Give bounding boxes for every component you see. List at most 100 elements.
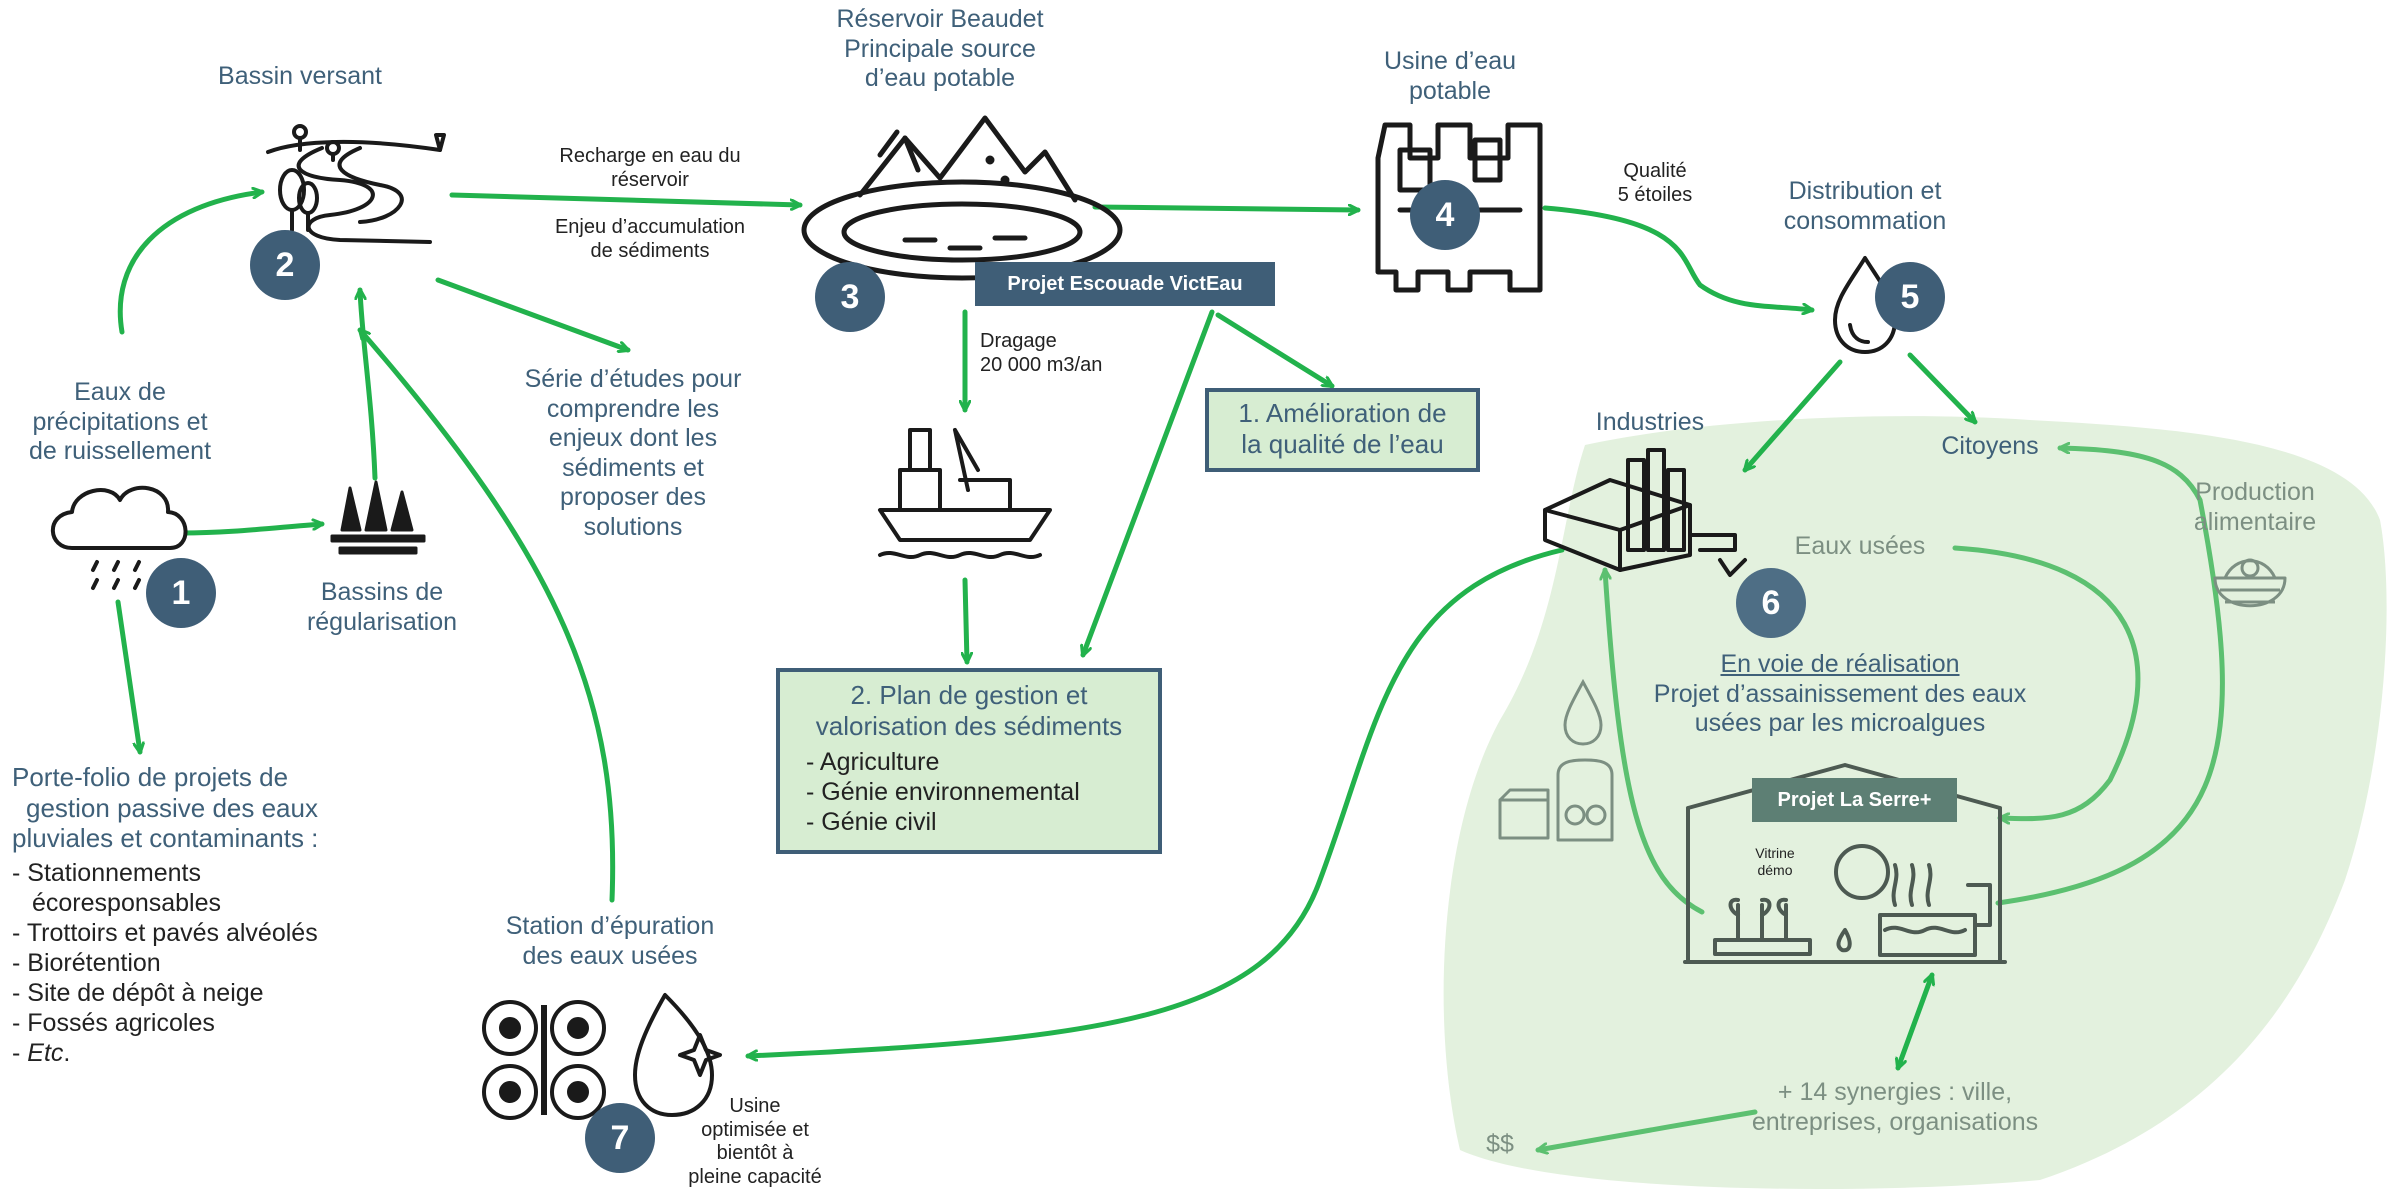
box-plan-gestion-sediments: 2. Plan de gestion et valorisation des s…: [776, 668, 1162, 854]
usine-opt-line-4: pleine capacité: [688, 1165, 822, 1188]
arrow-synergies-to-dollars: [1535, 1109, 1758, 1150]
arrow-usine-to-distribution: [1542, 205, 1815, 310]
step-badge-6: 6: [1736, 568, 1806, 638]
box1-line-1: 1. Amélioration de: [1238, 398, 1447, 428]
usine-opt-line-2: optimisée et: [701, 1118, 809, 1141]
treatment-wheels-icon: [482, 1000, 606, 1120]
arrow-escouade-to-box2: [1083, 309, 1215, 658]
center-serre-description: En voie de réalisation Projet d’assainis…: [1620, 650, 2060, 739]
arrow-station-to-bassin: [357, 327, 616, 903]
node-eaux-precipitations: Eaux de précipitations et de ruisselleme…: [0, 378, 240, 467]
portfolio-items: - Stationnements écoresponsables - Trott…: [12, 858, 432, 1068]
serie-line-6: solutions: [583, 512, 683, 541]
regul-line-1: Bassins de: [320, 578, 444, 606]
precip-line-1: Eaux de: [74, 378, 166, 406]
reservoir-line-2: Principale source: [844, 34, 1036, 63]
landscape-river-icon: [266, 124, 446, 244]
etc-text: Etc: [27, 1039, 64, 1068]
greenhouse-icon: [1683, 763, 2007, 964]
portfolio-list: Porte-folio de projets de gestion passiv…: [12, 762, 432, 1068]
arrow-serre-to-citoyens: [1995, 448, 2225, 906]
box2-title-line-2: valorisation des sédiments: [815, 710, 1123, 741]
list-item: - Site de dépôt à neige: [12, 979, 264, 1008]
box-amelioration-qualite: 1. Amélioration de la qualité de l’eau: [1205, 388, 1480, 472]
enjeu-line-1: Enjeu d’accumulation: [554, 216, 746, 238]
step-badge-2: 2: [250, 230, 320, 300]
arrow-industries-to-station: [745, 547, 1565, 1056]
reservoir-line-1: Réservoir Beaudet: [836, 5, 1044, 33]
annotation-enjeu: Enjeu d’accumulation de sédiments: [500, 216, 800, 263]
annotation-dragage: Dragage 20 000 m3/an: [980, 330, 1170, 377]
annotation-usine-optimisee: Usine optimisée et bientôt à pleine capa…: [650, 1095, 860, 1189]
industry-factory-icon: [1543, 448, 1747, 577]
node-citoyens: Citoyens: [1941, 432, 2039, 460]
distribution-line-1: Distribution et: [1788, 177, 1942, 205]
node-bassin-versant: Bassin versant: [218, 62, 382, 90]
box2-list: - Agriculture - Génie environnemental - …: [790, 747, 1148, 837]
arrow-bassin-to-serie: [435, 277, 631, 350]
center-desc-line-1: Projet d’assainissement des eaux: [1653, 679, 2027, 708]
food-basket-icon: [2213, 558, 2287, 608]
vitrine-line-2: démo: [1757, 861, 1793, 878]
dragage-line-1: Dragage: [980, 330, 1057, 352]
project-escouade-victeau: Projet Escouade VictEau: [975, 262, 1275, 306]
wetland-reeds-icon: [330, 480, 426, 555]
project-la-serre: Projet La Serre+: [1752, 778, 1957, 822]
qualite-line-1: Qualité: [1623, 160, 1687, 182]
arrow-boat-to-box2: [965, 577, 967, 665]
step-badge-1: 1: [146, 558, 216, 628]
serie-line-4: sédiments et: [562, 453, 704, 482]
arrow-distribution-to-citoyens: [1907, 352, 1978, 425]
rain-cloud-icon: [50, 485, 188, 590]
serie-line-1: Série d’études pour: [524, 365, 742, 393]
qualite-line-2: 5 étoiles: [1617, 183, 1693, 206]
sparkle-drop-icon: [633, 993, 722, 1117]
etc-suffix: .: [63, 1039, 71, 1068]
portfolio-head-line-1: Porte-folio de projets de: [12, 762, 289, 792]
dragage-line-2: 20 000 m3/an: [980, 353, 1103, 376]
production-line-2: alimentaire: [2193, 507, 2317, 536]
list-item: - Agriculture: [806, 748, 940, 777]
detergent-icon: [1498, 758, 1614, 842]
mountain-lake-icon: [801, 115, 1123, 281]
etc-prefix: -: [12, 1039, 28, 1068]
enjeu-line-2: de sédiments: [590, 239, 710, 262]
node-station-epuration: Station d’épuration des eaux usées: [460, 912, 760, 971]
box1-line-2: la qualité de l’eau: [1241, 428, 1444, 459]
usine-line-1: Usine d’eau: [1383, 47, 1517, 75]
arrow-serre-synergies: [1898, 972, 1932, 1071]
serie-line-2: comprendre les: [546, 394, 720, 423]
arrow-reservoir-to-usine: [1092, 207, 1361, 210]
small-drop-icon: [1563, 678, 1603, 746]
arrow-precip-to-bassin: [117, 192, 265, 335]
production-line-1: Production: [2195, 478, 2315, 506]
usine-line-2: potable: [1408, 76, 1492, 105]
regul-line-2: régularisation: [306, 607, 458, 636]
arrow-eauxusees-to-serre: [1952, 545, 2141, 819]
list-item: - Génie civil: [806, 808, 937, 837]
list-item-etc: - Etc.: [12, 1038, 432, 1068]
arrow-precip-to-portfolio: [115, 599, 140, 755]
box1-title: 1. Amélioration de la qualité de l’eau: [1209, 398, 1476, 459]
node-production-alimentaire: Production alimentaire: [2150, 478, 2360, 537]
recharge-line-1: Recharge en eau du: [559, 145, 741, 167]
node-industries: Industries: [1595, 408, 1705, 436]
annotation-recharge: Recharge en eau du réservoir: [500, 145, 800, 192]
box2-title-line-1: 2. Plan de gestion et: [850, 680, 1088, 710]
serie-line-3: enjeux dont les: [548, 424, 718, 452]
node-usine: Usine d’eau potable: [1330, 47, 1570, 106]
annotation-qualite: Qualité 5 étoiles: [1580, 160, 1730, 207]
step-badge-4: 4: [1410, 180, 1480, 250]
annotation-serie-etudes: Série d’études pour comprendre les enjeu…: [488, 365, 778, 542]
reservoir-line-3: d’eau potable: [864, 64, 1016, 92]
recharge-line-2: réservoir: [611, 168, 689, 191]
portfolio-heading: Porte-folio de projets de gestion passiv…: [12, 762, 432, 854]
list-item: écoresponsables: [32, 889, 222, 918]
annotation-synergies: + 14 synergies : ville, entreprises, org…: [1690, 1078, 2100, 1137]
arrow-serre-to-industries: [1605, 567, 1705, 915]
arrow-regul-to-bassin: [360, 287, 378, 481]
distribution-line-2: consommation: [1783, 206, 1947, 235]
synergies-line-1: + 14 synergies : ville,: [1777, 1078, 2013, 1106]
list-item: - Stationnements: [12, 859, 201, 888]
